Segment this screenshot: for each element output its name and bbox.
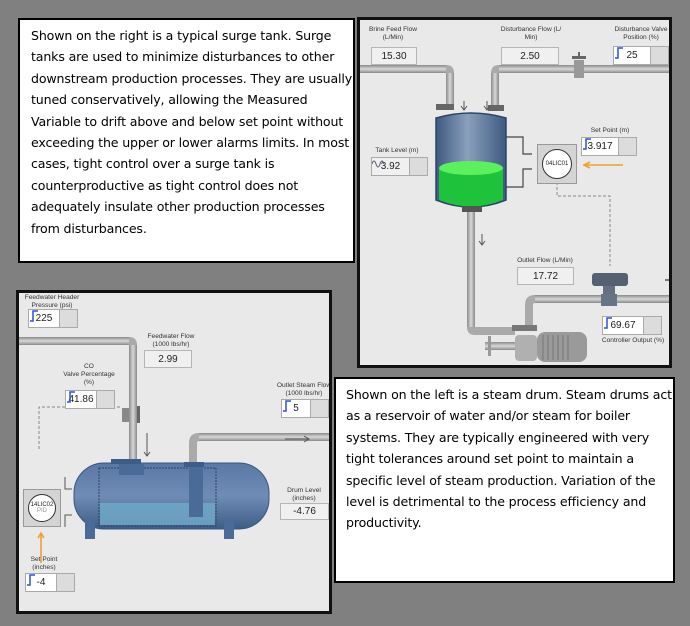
feedwater-pressure-input[interactable]: 225 <box>28 309 78 328</box>
control-valve-icon <box>592 273 628 306</box>
step-icon <box>615 47 623 59</box>
pump-icon <box>485 325 587 362</box>
step-icon <box>283 400 291 412</box>
step-icon <box>67 391 75 403</box>
steam-drum-panel: Feedwater Header Pressure (psi) 225 Feed… <box>16 290 332 614</box>
outlet-flow-value: 17.72 <box>517 267 574 285</box>
controller-output-input[interactable]: 69.67 <box>602 316 662 335</box>
disturbance-flow-label: Disturbance Flow (L/ Min) <box>500 26 562 41</box>
drum-set-point-label: Set Point (inches) <box>30 556 58 571</box>
outlet-flow-label: Outlet Flow (L/Min) <box>517 257 573 264</box>
controller-output-label: Controller Output (%) <box>601 337 665 344</box>
disturbance-valve-value[interactable]: 25 <box>614 47 650 64</box>
surge-tank-description: Shown on the right is a typical surge ta… <box>31 28 353 236</box>
feedwater-flow-label: Feedwater Flow (1000 lbs/hr) <box>147 333 195 348</box>
set-point-value[interactable]: 3.917 <box>582 138 618 155</box>
steam-drum-description-box: Shown on the left is a steam drum. Steam… <box>334 377 675 583</box>
surge-tank-description-box: Shown on the right is a typical surge ta… <box>18 18 355 263</box>
step-change-button[interactable] <box>30 310 77 327</box>
co-valve-value[interactable]: 41.86 <box>66 391 96 408</box>
steam-drum-description: Shown on the left is a steam drum. Steam… <box>346 387 672 531</box>
surge-tank-panel: Brine Feed Flow (L/Min) 15.30 Disturbanc… <box>357 17 672 368</box>
disturbance-flow-value: 2.50 <box>501 47 559 65</box>
tank-level-label: Tank Level (m) <box>375 147 419 154</box>
outlet-steam-flow-label: Outlet Steam Flow (1000 lbs/hr) <box>276 382 332 397</box>
steam-drum-diagram <box>19 337 329 563</box>
drum-set-point-value[interactable]: -4 <box>26 574 56 591</box>
disturbance-valve-label: Disturbance Valve Position (%) <box>614 26 668 41</box>
feedwater-pressure-label: Feedwater Header Pressure (psi) <box>24 294 80 309</box>
set-point-input[interactable]: 3.917 <box>581 137 637 156</box>
drum-level-label: Drum Level (inches) <box>287 487 321 502</box>
step-icon <box>27 574 35 586</box>
surge-tank-diagram <box>360 52 669 362</box>
trend-button[interactable] <box>372 158 427 175</box>
controller-type: PID <box>36 508 47 514</box>
step-change-button[interactable] <box>604 317 661 334</box>
feedwater-pressure-value[interactable]: 225 <box>29 310 59 327</box>
brine-feed-flow-value: 15.30 <box>371 47 417 65</box>
step-change-button[interactable] <box>27 574 74 591</box>
disturbance-valve-input[interactable]: 25 <box>613 46 669 65</box>
disturbance-valve-icon <box>572 52 586 78</box>
level-controller-14lic02[interactable]: 14LIC02 PID <box>23 489 61 527</box>
drum-level-value: -4.76 <box>280 503 329 520</box>
outlet-steam-flow-value[interactable]: 5 <box>282 400 310 417</box>
controller-tag: 04LIC01 <box>545 161 569 167</box>
step-change-button[interactable] <box>67 391 114 408</box>
co-valve-input[interactable]: 41.86 <box>65 390 115 409</box>
drum-set-point-input[interactable]: -4 <box>25 573 75 592</box>
step-icon <box>604 317 612 329</box>
brine-feed-flow-label: Brine Feed Flow (L/Min) <box>368 26 417 41</box>
step-icon <box>30 310 38 322</box>
tank-level-display: 3.92 <box>371 157 428 176</box>
brine-feed-pipe <box>360 65 454 107</box>
feedwater-flow-value: 2.99 <box>144 350 192 368</box>
step-change-button[interactable] <box>283 400 328 417</box>
level-controller-04lic01[interactable]: 04LIC01 <box>537 144 577 184</box>
outlet-steam-flow-input[interactable]: 5 <box>281 399 329 418</box>
co-valve-label: CO Valve Percentage (%) <box>63 363 115 386</box>
step-icon <box>583 138 591 150</box>
drum-water-level <box>100 503 215 525</box>
trend-icon <box>372 160 384 168</box>
controller-output-value[interactable]: 69.67 <box>603 317 643 334</box>
feedwater-valve-icon <box>122 406 140 423</box>
step-change-button[interactable] <box>615 47 668 64</box>
controller-tag: 14LIC02 <box>30 502 54 508</box>
set-point-label: Set Point (m) <box>590 127 630 134</box>
step-change-button[interactable] <box>583 138 636 155</box>
